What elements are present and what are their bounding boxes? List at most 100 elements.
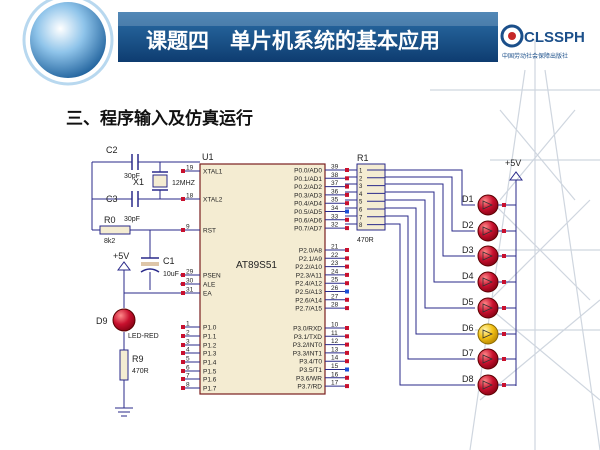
- mcu-pins: 19XTAL118XTAL29RST29PSEN30ALE31EA1P1.02P…: [181, 164, 349, 393]
- mcu-p1-pin-name: P1.0: [203, 325, 217, 332]
- mcu-p0-pin-num: 38: [331, 172, 339, 179]
- led-d8: D8: [462, 374, 516, 396]
- diode-symbol-icon: [482, 251, 493, 261]
- led-state-marker: [502, 332, 506, 336]
- capacitor-c2: C2 30pF: [106, 145, 145, 180]
- mcu-p1-pin-num: 5: [186, 356, 190, 363]
- logo-text: CLSSPH: [524, 29, 585, 46]
- mcu-p3-pin-state: [345, 359, 349, 364]
- mcu-ctrl-pin-state: [181, 197, 185, 201]
- led-d4: D4: [462, 271, 516, 293]
- mcu-p3-pin-name: P3.7/RD: [297, 384, 322, 391]
- r1-pin-num: 8: [359, 223, 363, 229]
- mcu-part: AT89S51: [236, 260, 277, 271]
- mcu-ctrl-pin-name: XTAL2: [203, 197, 223, 204]
- led-d6: D6: [462, 323, 516, 345]
- mcu-p0-pin-state: [345, 168, 349, 172]
- mcu-p2-pin-num: 23: [331, 260, 339, 267]
- mcu-p1-pin-num: 3: [186, 339, 190, 346]
- r1-pin-num: 5: [359, 200, 363, 206]
- mcu-p2-pin-name: P2.4/A12: [295, 281, 322, 288]
- led-ref: D4: [462, 271, 474, 281]
- mcu-p2-pin-state: [345, 281, 349, 286]
- mcu-p1-pin-state: [181, 386, 185, 390]
- globe-ring: [22, 0, 114, 86]
- mcu-ctrl-pin-num: 9: [186, 224, 190, 231]
- led-ref: D5: [462, 297, 474, 307]
- mcu-p1-pin-name: P1.3: [203, 351, 217, 358]
- mcu-ref: U1: [202, 152, 214, 162]
- mcu-p0-pin-name: P0.0/AD0: [294, 168, 322, 175]
- vcc-right-label: +5V: [505, 158, 521, 168]
- led-body: [477, 271, 499, 293]
- mcu-p3-pin-state: [345, 334, 349, 339]
- power-symbol-right: +5V: [505, 158, 523, 181]
- header-bar-shine: [118, 12, 498, 26]
- mcu-p2-pin-name: P2.1/A9: [299, 256, 323, 263]
- mcu-p2-pin-num: 25: [331, 277, 339, 284]
- resistor-r9: R9 470R: [119, 349, 149, 381]
- r1-pin-num: 6: [359, 208, 363, 214]
- d9-value: LED-RED: [128, 333, 159, 340]
- mcu-p3-pin-state: [345, 342, 349, 347]
- mcu-p1-pin-state: [181, 334, 185, 338]
- mcu-p1-pin-num: 7: [186, 373, 190, 380]
- mcu-p0-pin-num: 39: [331, 164, 339, 171]
- mcu-ctrl-pin-num: 19: [186, 165, 194, 172]
- mcu-p0-pin-name: P0.3/AD3: [294, 192, 322, 199]
- r1-ref: R1: [357, 153, 369, 163]
- r1-pin-num: 1: [359, 169, 363, 175]
- mcu-p1-pin-state: [181, 377, 185, 381]
- led-d3: D3: [462, 245, 516, 267]
- r9-ref: R9: [132, 354, 144, 364]
- led-ref: D6: [462, 323, 474, 333]
- crystal-x1: X1 12MHZ: [133, 171, 196, 191]
- led-body: [477, 374, 499, 396]
- c2-value: 30pF: [124, 173, 140, 180]
- mcu-p0-pin-num: 33: [331, 213, 339, 220]
- mcu-p3-pin-num: 14: [331, 355, 339, 362]
- mcu-p1-pin-num: 8: [186, 382, 190, 389]
- mcu-p2-pin-name: P2.5/A13: [295, 289, 322, 296]
- mcu-ctrl-pin-name: XTAL1: [203, 169, 223, 176]
- mcu-p2-pin-num: 22: [331, 252, 339, 259]
- mcu-p0-pin-name: P0.2/AD2: [294, 184, 322, 191]
- mcu-p2-pin-num: 28: [331, 302, 339, 309]
- diode-symbol-icon: [482, 329, 493, 339]
- mcu-p3-pin-name: P3.1/TXD: [294, 334, 322, 341]
- led-state-marker: [502, 383, 506, 387]
- mcu-ctrl-pin-num: 18: [186, 193, 194, 200]
- mcu-p0-pin-state: [345, 192, 349, 197]
- led-d9: D9 LED-RED: [96, 308, 159, 340]
- publisher-logo: CLSSPH 中国劳动社会保障出版社: [500, 24, 585, 60]
- power-symbol-left: +5V: [113, 251, 131, 271]
- mcu-ctrl-pin-name: RST: [203, 228, 216, 235]
- diode-symbol-icon: [482, 277, 493, 287]
- mcu-p2-pin-state: [345, 248, 349, 252]
- led-ref: D2: [462, 220, 474, 230]
- mcu-ctrl-pin-name: PSEN: [203, 273, 221, 280]
- mcu-p2-pin-name: P2.2/A10: [295, 264, 322, 271]
- mcu-p0-pin-name: P0.1/AD1: [294, 176, 322, 183]
- c2-ref: C2: [106, 145, 118, 155]
- section-heading: 三、程序输入及仿真运行: [66, 108, 253, 129]
- mcu-p0-pin-num: 36: [331, 188, 339, 195]
- mcu-p1-pin-state: [181, 325, 185, 329]
- r1-value: 470R: [357, 237, 374, 244]
- mcu-p0-pin-name: P0.5/AD5: [294, 209, 322, 216]
- pylon-background: [430, 40, 600, 450]
- mcu-p3-pin-name: P3.6/WR: [296, 375, 322, 382]
- mcu-p3-pin-state: [345, 326, 349, 330]
- capacitor-c1: C1 10uF: [140, 256, 179, 278]
- r9-value: 470R: [132, 368, 149, 375]
- mcu-p3-pin-num: 12: [331, 338, 339, 345]
- mcu-p3-pin-state: [345, 350, 349, 355]
- led-body: [477, 220, 499, 242]
- mcu-p3-pin-name: P3.5/T1: [299, 367, 322, 374]
- c1-value: 10uF: [163, 271, 179, 278]
- x1-ref: X1: [133, 177, 144, 187]
- mcu-p3-pin-num: 11: [331, 330, 338, 337]
